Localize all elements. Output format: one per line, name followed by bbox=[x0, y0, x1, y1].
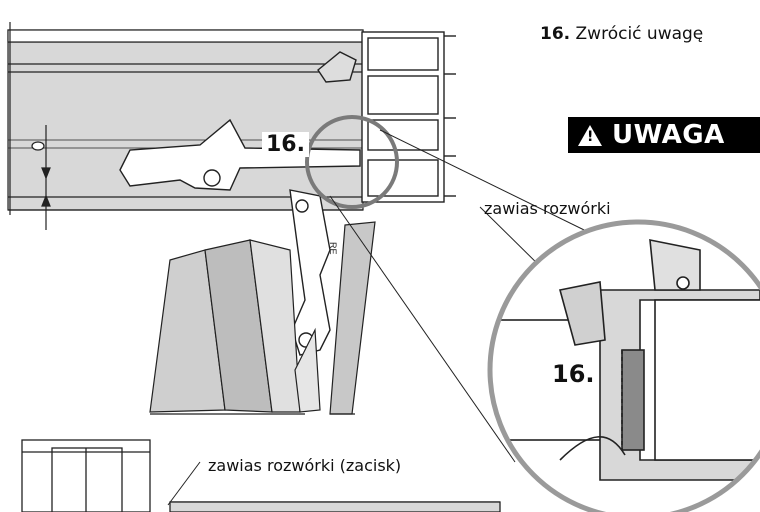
callout-number-detail: 16. bbox=[552, 360, 595, 388]
warning-label: UWAGA bbox=[612, 120, 725, 150]
warning-triangle-icon: ! bbox=[578, 124, 602, 146]
sash-profile bbox=[7, 22, 364, 215]
highlight-circle bbox=[305, 115, 399, 209]
label-hinge: zawias rozwórki bbox=[484, 199, 611, 218]
sash-section-angled bbox=[149, 221, 376, 415]
label-hinge-clamp: zawias rozwórki (zacisk) bbox=[208, 456, 402, 475]
detail-magnifier bbox=[487, 219, 760, 512]
bottom-profile-section bbox=[21, 439, 501, 512]
warning-banner: ! UWAGA bbox=[568, 117, 760, 153]
step-instruction: 16. Zwrócić uwagę bbox=[540, 24, 703, 44]
step-number: 16. bbox=[540, 24, 571, 44]
profile-cross-section bbox=[317, 31, 456, 203]
callout-number-main: 16. bbox=[262, 132, 309, 157]
svg-text:RE: RE bbox=[328, 242, 338, 255]
angle-indicator bbox=[31, 125, 51, 230]
hinge-arm: RE bbox=[119, 118, 361, 356]
step-text: Zwrócić uwagę bbox=[575, 24, 704, 44]
